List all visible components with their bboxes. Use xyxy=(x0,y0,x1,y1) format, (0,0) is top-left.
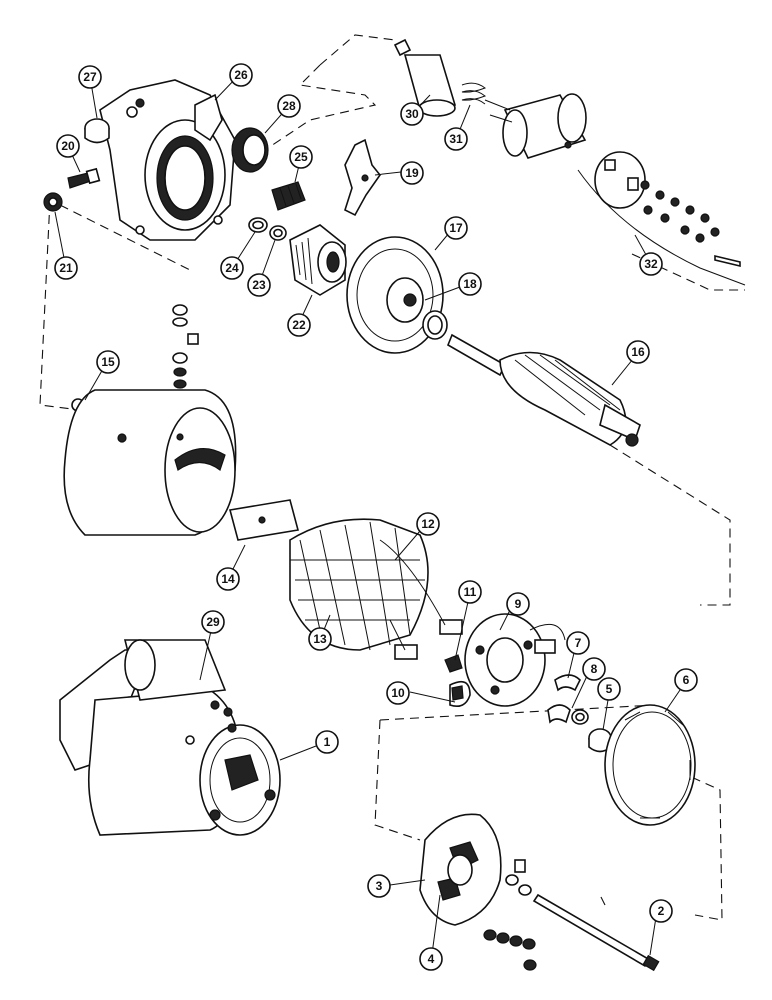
svg-text:13: 13 xyxy=(313,632,327,646)
thrust-washer-18 xyxy=(422,310,448,340)
field-frame xyxy=(63,389,237,536)
callout-17: 17 xyxy=(444,216,468,240)
svg-text:15: 15 xyxy=(101,355,115,369)
svg-text:28: 28 xyxy=(282,99,296,113)
callout-9: 9 xyxy=(506,592,530,616)
svg-text:4: 4 xyxy=(428,952,435,966)
armature-16 xyxy=(446,333,641,447)
callout-5: 5 xyxy=(597,677,621,701)
svg-text:9: 9 xyxy=(515,597,522,611)
callout-23: 23 xyxy=(247,273,271,297)
callout-13: 13 xyxy=(308,627,332,651)
svg-text:31: 31 xyxy=(449,132,463,146)
svg-text:24: 24 xyxy=(225,261,239,275)
callout-27: 27 xyxy=(78,65,102,89)
svg-text:14: 14 xyxy=(221,572,235,586)
callout-10: 10 xyxy=(386,681,410,705)
callout-11: 11 xyxy=(458,580,482,604)
svg-text:19: 19 xyxy=(405,166,419,180)
callout-29: 29 xyxy=(201,610,225,634)
retaining-ring-28 xyxy=(231,127,269,173)
callout-25: 25 xyxy=(289,145,313,169)
callout-bubbles: 1 2 3 4 5 6 7 8 9 10 11 12 13 14 15 16 1… xyxy=(54,63,698,971)
washers-23-24 xyxy=(248,217,287,241)
cover-band-6 xyxy=(604,704,696,826)
callout-19: 19 xyxy=(400,161,424,185)
svg-text:7: 7 xyxy=(575,636,582,650)
callout-32: 32 xyxy=(639,252,663,276)
svg-text:11: 11 xyxy=(464,585,477,599)
svg-text:25: 25 xyxy=(294,150,308,164)
callout-28: 28 xyxy=(277,94,301,118)
solenoid-body xyxy=(484,93,587,159)
brush-11 xyxy=(444,654,463,673)
svg-text:29: 29 xyxy=(206,615,220,629)
svg-text:6: 6 xyxy=(683,673,690,687)
svg-text:10: 10 xyxy=(391,686,405,700)
plunger-30 xyxy=(393,38,457,117)
nut-21 xyxy=(43,192,63,212)
commutator-end-frame-3 xyxy=(419,813,502,926)
callout-12: 12 xyxy=(416,512,440,536)
callout-18: 18 xyxy=(458,272,482,296)
callout-1: 1 xyxy=(315,730,339,754)
assembled-starter-1 xyxy=(59,639,281,836)
callout-2: 2 xyxy=(649,899,673,923)
pole-shoe-14 xyxy=(229,499,299,541)
svg-text:22: 22 xyxy=(292,318,306,332)
bushing-5 xyxy=(588,728,612,753)
callout-15: 15 xyxy=(96,350,120,374)
bushing-27 xyxy=(84,98,145,144)
intermediate-plate-17 xyxy=(346,236,444,354)
svg-text:3: 3 xyxy=(376,879,383,893)
solenoid-cover-32 xyxy=(594,151,741,268)
svg-text:20: 20 xyxy=(61,139,75,153)
callout-3: 3 xyxy=(367,874,391,898)
brush-springs-10 xyxy=(449,680,471,708)
svg-text:23: 23 xyxy=(252,278,266,292)
svg-text:1: 1 xyxy=(324,735,331,749)
callout-22: 22 xyxy=(287,313,311,337)
svg-text:8: 8 xyxy=(591,662,598,676)
field-coils-13 xyxy=(289,518,463,660)
svg-text:12: 12 xyxy=(421,517,435,531)
svg-text:27: 27 xyxy=(83,70,97,84)
callout-4: 4 xyxy=(419,947,443,971)
callout-26: 26 xyxy=(229,63,253,87)
callout-6: 6 xyxy=(674,668,698,692)
through-bolt-2 xyxy=(532,893,660,972)
svg-text:17: 17 xyxy=(449,221,463,235)
callout-21: 21 xyxy=(54,256,78,280)
callout-16: 16 xyxy=(626,340,650,364)
bracket-32 xyxy=(577,169,746,286)
drive-pinion-22 xyxy=(289,224,347,296)
svg-text:30: 30 xyxy=(405,107,419,121)
end-hardware xyxy=(483,859,537,971)
callout-30: 30 xyxy=(400,102,424,126)
svg-text:5: 5 xyxy=(606,682,613,696)
svg-text:16: 16 xyxy=(631,345,645,359)
svg-text:18: 18 xyxy=(463,277,477,291)
callout-14: 14 xyxy=(216,567,240,591)
washers-7-8 xyxy=(547,674,589,725)
svg-text:2: 2 xyxy=(658,904,665,918)
callout-8: 8 xyxy=(582,657,606,681)
shift-lever-19 xyxy=(344,138,381,217)
brush-plate-9 xyxy=(464,613,566,707)
pinion-stop-25 xyxy=(271,181,306,211)
callout-24: 24 xyxy=(220,256,244,280)
drive-end-housing xyxy=(99,79,236,241)
callout-20: 20 xyxy=(56,134,80,158)
pivot-screw-20 xyxy=(67,167,101,189)
return-spring-31 xyxy=(461,82,486,105)
svg-text:21: 21 xyxy=(59,261,73,275)
svg-text:32: 32 xyxy=(644,257,658,271)
callout-31: 31 xyxy=(444,127,468,151)
svg-text:26: 26 xyxy=(234,68,248,82)
callout-7: 7 xyxy=(566,631,590,655)
